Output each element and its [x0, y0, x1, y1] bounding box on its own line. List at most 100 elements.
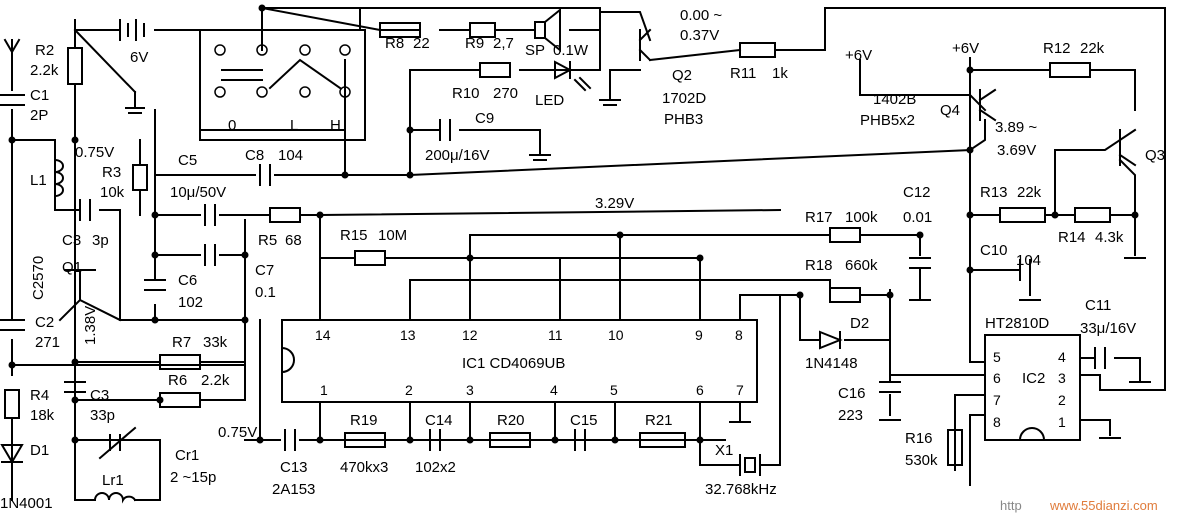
label-switch-0: 0 — [228, 117, 236, 134]
ic1-pin-7: 7 — [736, 382, 744, 398]
label-c11: C11 — [1085, 297, 1111, 314]
label-r7-value: 33k — [203, 334, 228, 351]
label-r19: R19 — [350, 412, 378, 429]
junction-dot — [796, 291, 804, 299]
label-c3a-value: 3p — [92, 232, 109, 249]
label-switch-l: L — [290, 117, 298, 134]
label-c5: C5 — [178, 152, 197, 169]
label-q1-type: C2570 — [30, 256, 47, 300]
label-r5: R5 — [258, 232, 277, 249]
junction-dot — [966, 211, 974, 219]
label-voltage-329: 3.29V — [595, 195, 634, 212]
label-sp: SP — [525, 42, 545, 59]
junction-dot — [1051, 211, 1059, 219]
junction-dot — [406, 126, 414, 134]
label-r16: R16 — [905, 430, 933, 447]
label-r11: R11 — [730, 65, 756, 82]
junction-dot — [466, 254, 474, 262]
capacitor-c3a — [79, 199, 91, 221]
ic1-pin-6: 6 — [696, 382, 704, 398]
resistor-r4 — [4, 389, 20, 419]
ic2-pin-5: 5 — [993, 349, 1001, 365]
capacitor-c13 — [284, 429, 296, 451]
label-voltage-138: 1.38V — [82, 306, 99, 345]
label-r17: R17 — [805, 209, 833, 226]
label-q4-type: 1402B — [873, 91, 916, 108]
crystal-x1 — [739, 454, 761, 476]
label-q2-voltage: 0.00 ~ — [680, 7, 722, 24]
label-c11-value: 33μ/16V — [1080, 320, 1136, 337]
capacitor-c10 — [1019, 259, 1031, 281]
label-r5-value: 68 — [285, 232, 302, 249]
ic2-pin-numbers: 5 6 7 8 4 3 2 1 — [993, 349, 1066, 430]
watermark-http: http — [1000, 498, 1022, 513]
ic2-pin-3: 3 — [1058, 370, 1066, 386]
label-q2-voltage-2: 0.37V — [680, 27, 719, 44]
ic1-pin-1: 1 — [320, 382, 328, 398]
label-c14-value: 102x2 — [415, 459, 456, 476]
label-c3b: C3 — [90, 387, 109, 404]
junction-dot — [256, 436, 264, 444]
junction-dot — [966, 66, 974, 74]
resistor-r8 — [379, 22, 421, 38]
label-c16-value: 223 — [838, 407, 863, 424]
transistor-q4 — [978, 88, 997, 122]
components — [0, 7, 1137, 504]
capacitor-c15 — [574, 429, 586, 451]
label-ic2: IC2 — [1022, 370, 1045, 387]
switch-contacts — [214, 44, 351, 98]
transistor-q2 — [638, 28, 652, 62]
junction-dot — [616, 231, 624, 239]
resistor-r14 — [1074, 207, 1111, 223]
label-q2: Q2 — [672, 67, 692, 84]
junction-dot — [966, 266, 974, 274]
junction-dot — [466, 436, 474, 444]
label-q4-voltage-2: 3.69V — [997, 142, 1036, 159]
ic1-pin-8: 8 — [735, 327, 743, 343]
resistor-r5 — [269, 207, 301, 223]
label-d2-type: 1N4148 — [805, 355, 858, 372]
label-q2-type: 1702D — [662, 90, 706, 107]
ic1-pin-11: 11 — [548, 327, 563, 343]
ic1-pin-12: 12 — [462, 327, 478, 343]
ground-symbols — [529, 94, 1151, 439]
ic2-pin-7: 7 — [993, 392, 1001, 408]
label-r20: R20 — [497, 412, 525, 429]
capacitor-c14 — [429, 429, 441, 451]
label-q4-type-2: PHB5x2 — [860, 112, 915, 129]
label-plus6v-b: +6V — [952, 40, 979, 57]
label-c1: C1 — [30, 87, 49, 104]
junction-dot — [551, 436, 559, 444]
capacitor-c1 — [0, 94, 25, 106]
label-d1-type: 1N4001 — [0, 495, 53, 512]
label-r4-value: 18k — [30, 407, 55, 424]
capacitor-c3b — [64, 381, 86, 393]
label-r19-value: 470kx3 — [340, 459, 388, 476]
resistor-r6 — [159, 392, 201, 408]
ic1-pin-numbers: 14 13 12 11 10 9 8 1 2 3 4 5 6 7 — [315, 327, 744, 398]
label-r12: R12 — [1043, 40, 1071, 57]
label-r3-value: 10k — [100, 184, 125, 201]
label-r14: R14 — [1058, 229, 1086, 246]
label-d2: D2 — [850, 315, 869, 332]
label-c2: C2 — [35, 314, 54, 331]
resistor-r16 — [947, 429, 963, 466]
label-c12: C12 — [903, 184, 931, 201]
label-c9-value: 200μ/16V — [425, 147, 490, 164]
label-voltage-075b: 0.75V — [218, 424, 257, 441]
ic2-pin-2: 2 — [1058, 392, 1066, 408]
label-c3a: C3 — [62, 232, 81, 249]
label-r9-value: 2,7 — [493, 35, 514, 52]
label-switch-h: H — [330, 117, 341, 134]
label-c7-value: 0.1 — [255, 284, 276, 301]
junction-dot — [151, 251, 159, 259]
ic1-pin-5: 5 — [610, 382, 618, 398]
label-x1: X1 — [715, 442, 733, 459]
led — [554, 60, 592, 92]
label-c2-value: 271 — [35, 334, 60, 351]
battery-6v — [119, 19, 156, 41]
capacitor-c12 — [909, 257, 931, 269]
ic2-notch — [1018, 427, 1046, 442]
resistor-r17 — [829, 227, 861, 243]
